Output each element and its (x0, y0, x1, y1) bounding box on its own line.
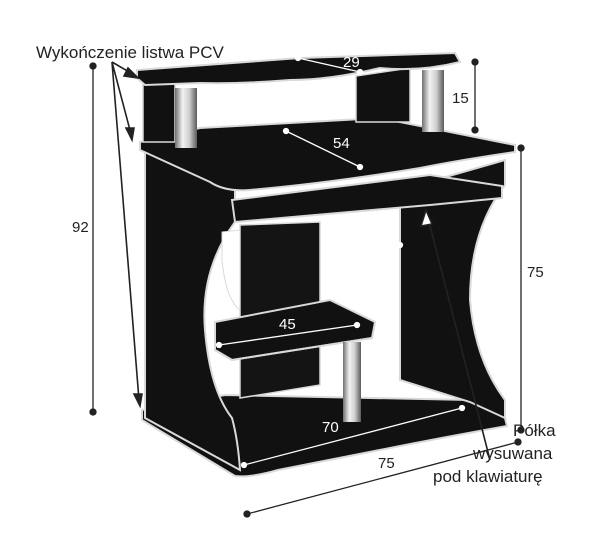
dimension-lines-light (215, 54, 466, 469)
inner-gap-left (221, 229, 241, 311)
dim-total-width: 75 (378, 455, 395, 472)
edge-finish-label: Wykończenie listwa PCV (36, 43, 225, 62)
dim-side-shelf-depth: 30 (362, 290, 379, 307)
dim-top-shelf-depth: 29 (343, 54, 360, 71)
dim-top-shelf-height: 15 (452, 90, 469, 107)
keyboard-tray-arrow (419, 207, 491, 461)
edge-finish-arrows (111, 61, 143, 409)
top-shelf-left-block (142, 79, 176, 143)
top-shelf-right-block (355, 67, 411, 123)
chrome-column-right (422, 70, 444, 132)
keyboard-tray-label-line1: Półka (513, 421, 556, 440)
dim-base-depth: 70 (322, 419, 339, 436)
desk-top (139, 116, 516, 192)
keyboard-tray-label-line3: pod klawiaturę (433, 467, 543, 486)
chrome-column-left (175, 88, 197, 148)
dim-side-shelf-width: 45 (279, 316, 296, 333)
dim-total-height: 92 (72, 219, 89, 236)
dim-desk-height: 75 (527, 264, 544, 281)
dimension-lines (89, 58, 525, 518)
left-side-panel (144, 148, 242, 472)
shelf-support-leg (343, 342, 361, 422)
top-shelf (136, 51, 462, 87)
keyboard-tray-label-line2: wysuwana (472, 444, 553, 463)
dim-desk-depth: 54 (333, 135, 350, 152)
side-shelf-edge (214, 337, 373, 362)
keyboard-tray (230, 173, 503, 224)
dim-inner-width: 25 (355, 230, 372, 247)
